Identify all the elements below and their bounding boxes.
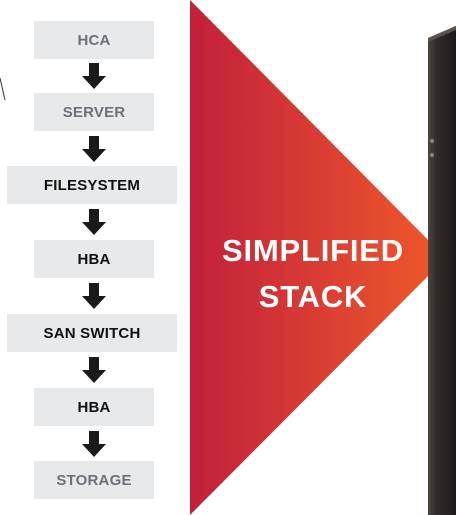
stack-layer-hba: HBA — [34, 240, 154, 278]
stack-layer-label: HBA — [77, 250, 111, 268]
banner-title: SIMPLIFIED STACK — [200, 228, 426, 320]
stack-layer-label: STORAGE — [56, 471, 132, 489]
stack-layer-san-switch: SAN SWITCH — [7, 314, 177, 352]
stack-layer-label: SAN SWITCH — [43, 324, 141, 342]
arrow-down-icon — [82, 283, 106, 309]
arrow-down-icon — [82, 136, 106, 162]
banner-title-line1: SIMPLIFIED — [222, 233, 404, 268]
arrow-down-icon — [82, 209, 106, 235]
simplified-stack-arrow — [190, 0, 446, 515]
stack-layer-label: FILESYSTEM — [43, 176, 141, 194]
stack-layer-label: SERVER — [62, 103, 126, 121]
edge-mark — [0, 78, 6, 100]
stack-layer-storage: STORAGE — [34, 461, 154, 499]
stack-layer-label: HBA — [77, 398, 111, 416]
arrow-down-icon — [82, 431, 106, 457]
stack-layer-hca: HCA — [34, 21, 154, 59]
banner-title-line2: STACK — [258, 279, 368, 314]
stack-layer-hba-2: HBA — [34, 388, 154, 426]
stack-layer-filesystem: FILESYSTEM — [7, 166, 177, 204]
storage-appliance-icon — [428, 26, 456, 515]
arrow-down-icon — [82, 357, 106, 383]
stack-layer-server: SERVER — [34, 93, 154, 131]
arrow-down-icon — [82, 63, 106, 89]
stack-layer-label: HCA — [77, 31, 111, 49]
